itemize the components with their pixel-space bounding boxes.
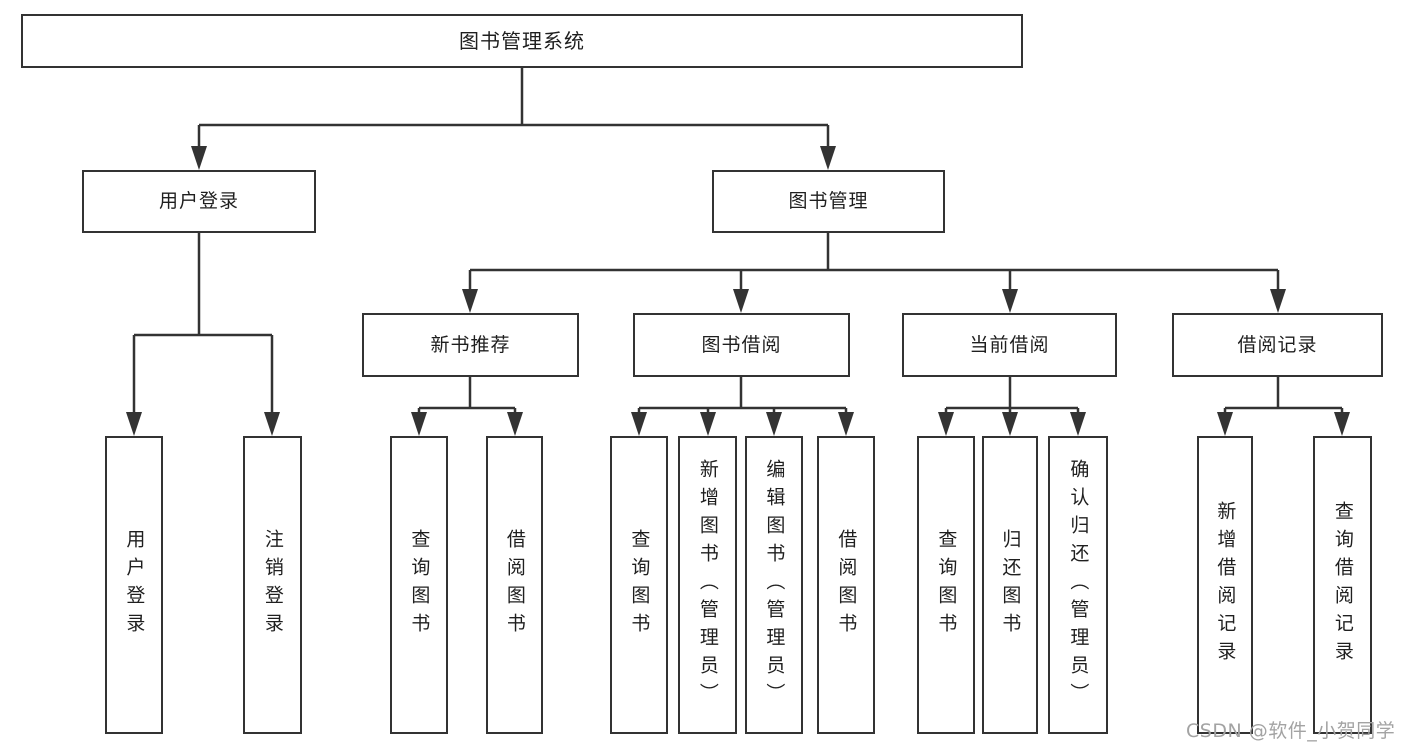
node-new-book-recommend: 新书推荐: [362, 313, 579, 377]
leaf-borrow-books-recommend: 借阅图书: [486, 436, 543, 734]
leaf-user-login: 用户登录: [105, 436, 163, 734]
leaf-query-borrow-record: 查询借阅记录: [1313, 436, 1372, 734]
leaf-query-books-current: 查询图书: [917, 436, 975, 734]
node-book-borrow: 图书借阅: [633, 313, 850, 377]
leaf-add-borrow-record: 新增借阅记录: [1197, 436, 1253, 734]
leaf-add-books-admin: 新增图书（管理员）: [678, 436, 737, 734]
leaf-logout: 注销登录: [243, 436, 302, 734]
node-user-login-branch: 用户登录: [82, 170, 316, 233]
node-borrow-records: 借阅记录: [1172, 313, 1383, 377]
leaf-confirm-return-admin: 确认归还（管理员）: [1048, 436, 1108, 734]
leaf-edit-books-admin: 编辑图书（管理员）: [745, 436, 803, 734]
leaf-return-books: 归还图书: [982, 436, 1038, 734]
leaf-borrow-books: 借阅图书: [817, 436, 875, 734]
node-book-management-branch: 图书管理: [712, 170, 945, 233]
node-library-management-system: 图书管理系统: [21, 14, 1023, 68]
leaf-query-books-borrow: 查询图书: [610, 436, 668, 734]
node-current-borrow: 当前借阅: [902, 313, 1117, 377]
leaf-query-books-recommend: 查询图书: [390, 436, 448, 734]
csdn-watermark: CSDN @软件_小贺同学: [1186, 720, 1396, 742]
